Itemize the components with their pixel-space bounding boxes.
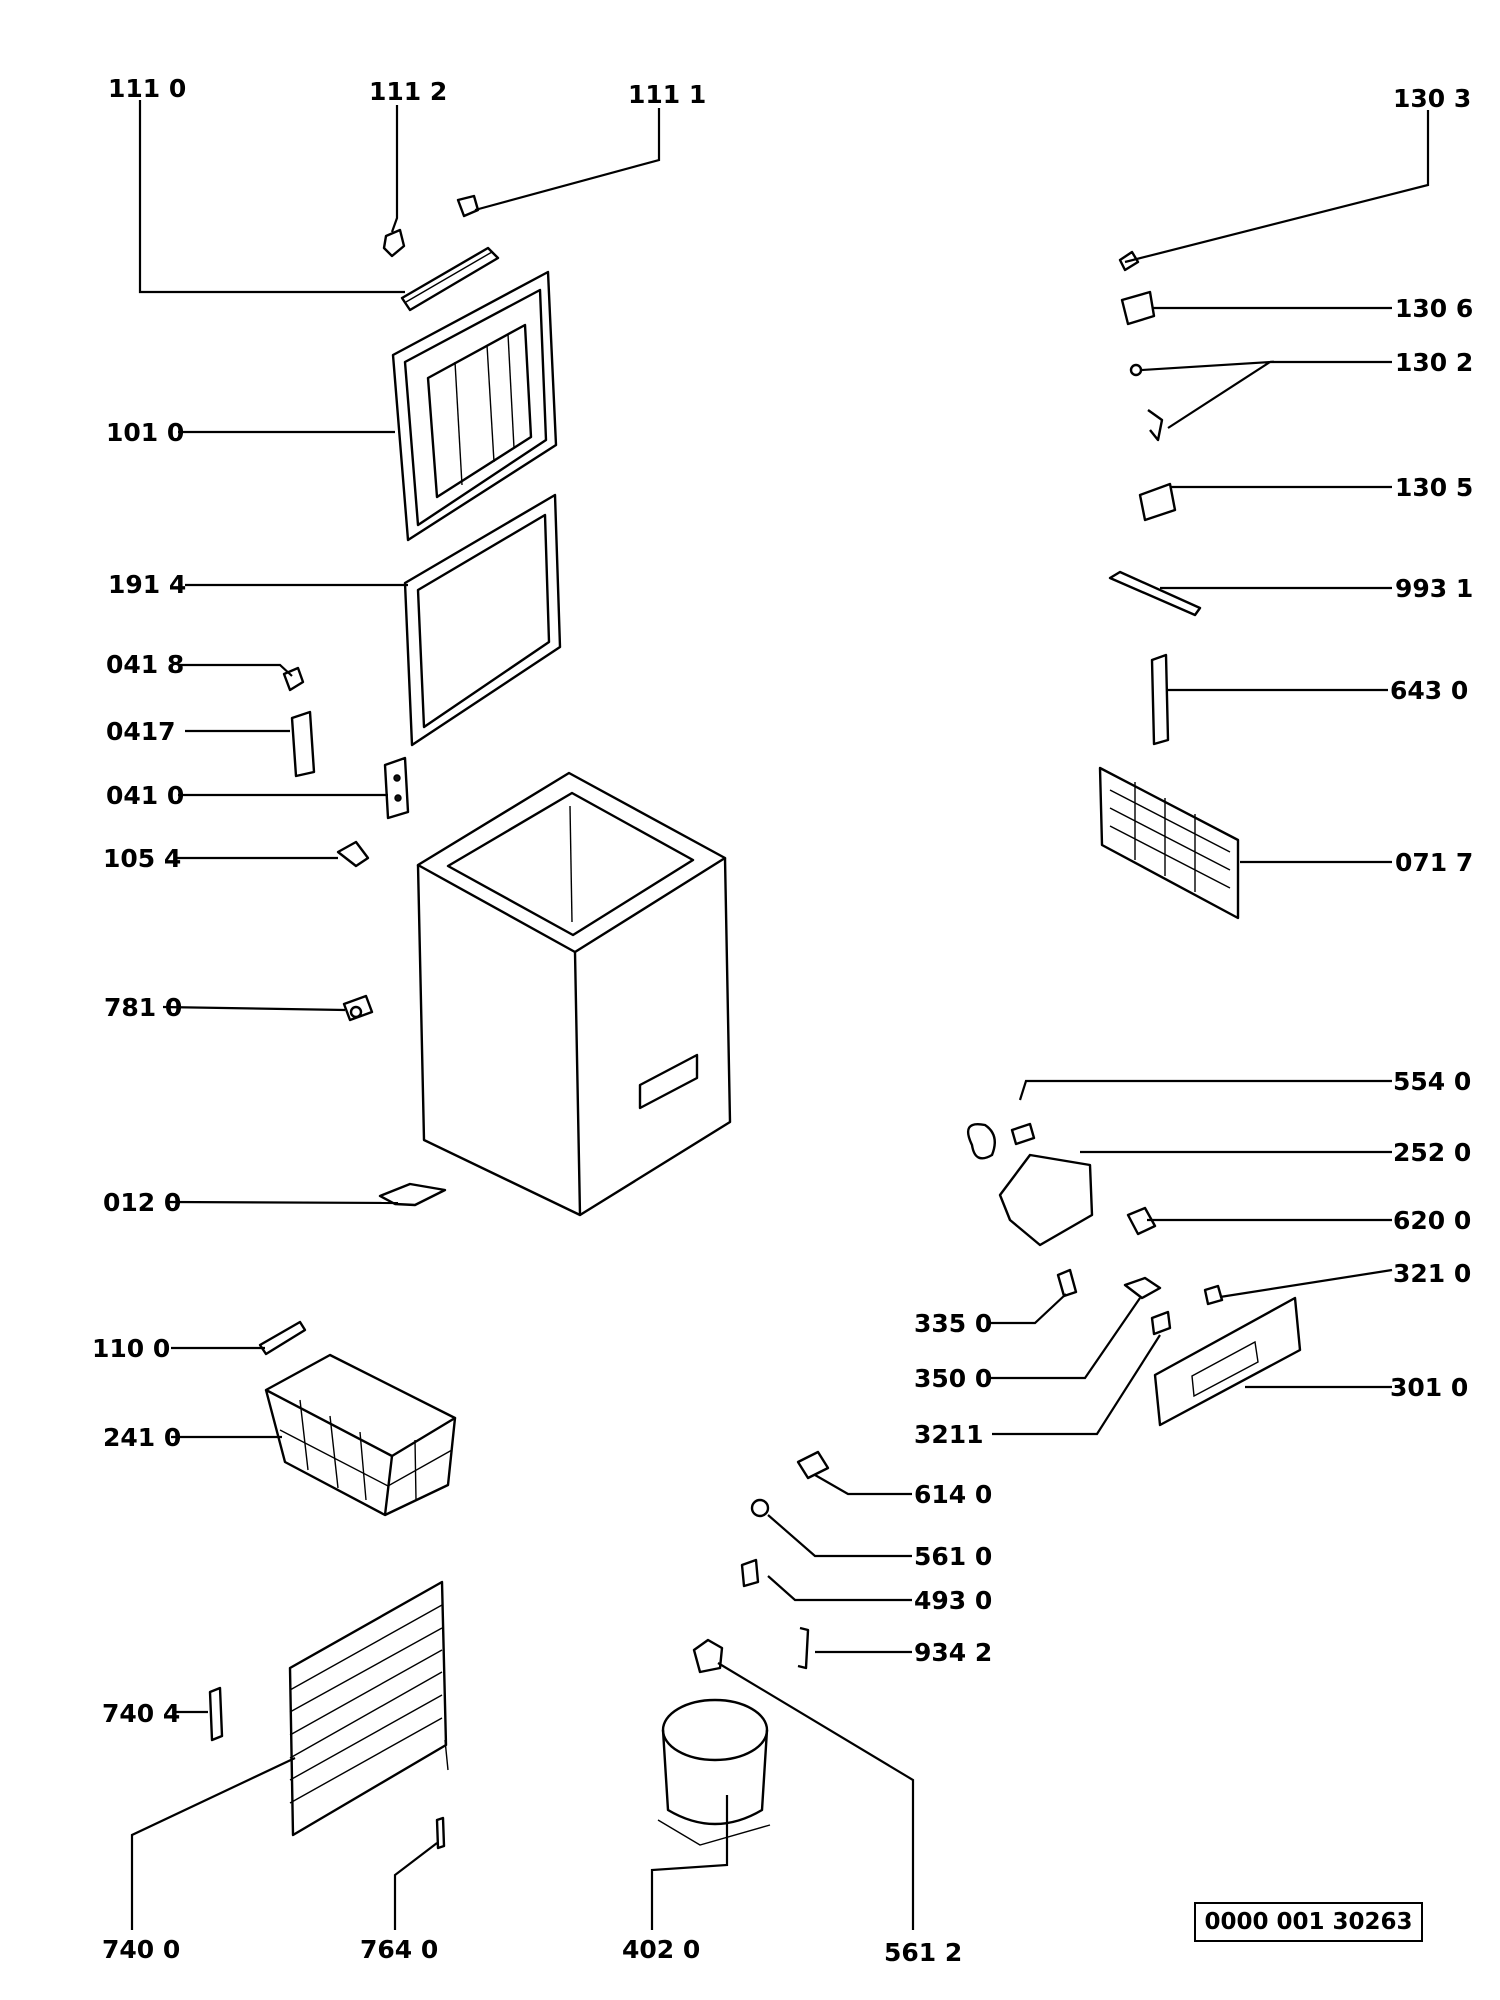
- part-3210-drawing: [1203, 1284, 1224, 1306]
- part-label-5540: 554 0: [1393, 1067, 1471, 1096]
- part-1305-drawing: [1138, 482, 1177, 522]
- part-label-3010: 301 0: [1390, 1373, 1468, 1402]
- part-label-4930: 493 0: [914, 1586, 992, 1615]
- leader-554-0: [1018, 1079, 1392, 1101]
- part-label-7404: 740 4: [102, 1699, 180, 1728]
- leader-561-0: [767, 1514, 912, 1558]
- part-label-5612: 561 2: [884, 1938, 962, 1967]
- part-label-1010: 101 0: [106, 418, 184, 447]
- freezer-cabinet-drawing: [416, 771, 732, 1217]
- leader-321-0: [1219, 1268, 1393, 1299]
- part-label-1054: 105 4: [103, 844, 181, 873]
- part-label-0120: 012 0: [103, 1188, 181, 1217]
- part-label-1306: 130 6: [1395, 294, 1473, 323]
- condenser-clip-drawing: [208, 1686, 224, 1742]
- relay-drawing: [692, 1638, 724, 1674]
- part-label-7400: 740 0: [102, 1935, 180, 1964]
- part-label-0717: 071 7: [1395, 848, 1473, 877]
- part-label-7640: 764 0: [360, 1935, 438, 1964]
- leader-012-0: [167, 1200, 399, 1205]
- freezer-lid-drawing: [391, 270, 558, 542]
- foot-0120-drawing: [378, 1182, 447, 1207]
- part-label-3210: 321 0: [1393, 1259, 1471, 1288]
- end-cap-drawing: [456, 194, 480, 218]
- evaporator-plate-drawing: [1098, 766, 1240, 920]
- leader-111-1: [474, 108, 661, 212]
- part-6430-drawing: [1150, 653, 1170, 746]
- leader-781-0: [162, 1005, 346, 1012]
- reference-number-box: 0000 001 30263: [1194, 1902, 1423, 1942]
- part-3211-drawing: [1150, 1310, 1172, 1336]
- leader-493-0: [767, 1575, 912, 1602]
- part-5610-drawing: [750, 1498, 770, 1518]
- part-label-3211: 3211: [914, 1420, 984, 1449]
- leader-350-0: [988, 1297, 1141, 1380]
- part-label-7810: 781 0: [104, 993, 182, 1022]
- leader-335-0: [988, 1293, 1067, 1325]
- part-label-4020: 402 0: [622, 1935, 700, 1964]
- part-label-0417: 0417: [106, 717, 176, 746]
- part-2520-drawing: [998, 1153, 1094, 1247]
- part-label-6140: 614 0: [914, 1480, 992, 1509]
- part-label-1914: 191 4: [108, 570, 186, 599]
- part-label-6430: 643 0: [1390, 676, 1468, 705]
- part-3500-drawing: [1123, 1276, 1162, 1300]
- compressor-drawing: [657, 1698, 771, 1846]
- part-number-labels: 111 0 111 2 111 1 130 3 130 6 130 2 130 …: [92, 74, 1473, 1967]
- leader-3211: [992, 1334, 1161, 1436]
- door-gasket-drawing: [403, 493, 562, 747]
- clip-0418-drawing: [282, 666, 305, 692]
- leader-041-8: [178, 663, 293, 677]
- part-6140-drawing: [796, 1450, 830, 1480]
- part-4930-drawing: [740, 1558, 760, 1588]
- part-label-1303: 130 3: [1393, 84, 1471, 113]
- part-7810-drawing: [342, 994, 374, 1022]
- part-label-3350: 335 0: [914, 1309, 992, 1338]
- condenser-drawing: [288, 1580, 449, 1837]
- wire-basket-drawing: [264, 1353, 457, 1517]
- leader-402-0: [650, 1795, 729, 1930]
- basket-handle-drawing: [258, 1320, 307, 1356]
- hinge-0410-drawing: [383, 756, 410, 820]
- part-5540-drawing: [967, 1122, 1036, 1160]
- part-1054-drawing: [336, 840, 370, 868]
- part-label-5610: 561 0: [914, 1542, 992, 1571]
- leader-lines: [130, 100, 1430, 1930]
- part-label-6200: 620 0: [1393, 1206, 1471, 1235]
- part-1302-drawing: [1129, 363, 1164, 442]
- part-label-1305: 130 5: [1395, 473, 1473, 502]
- control-panel-drawing: [1153, 1296, 1302, 1427]
- bracket-0417-drawing: [290, 710, 316, 778]
- part-label-3500: 350 0: [914, 1364, 992, 1393]
- part-9931-drawing: [1108, 570, 1202, 617]
- leader-111-0: [138, 100, 405, 294]
- part-label-0410: 041 0: [106, 781, 184, 810]
- part-label-1100: 110 0: [92, 1334, 170, 1363]
- part-label-1112: 111 2: [369, 77, 447, 106]
- part-1303-drawing: [1118, 250, 1140, 272]
- part-1306-drawing: [1120, 290, 1156, 326]
- lid-handle-drawing: [400, 246, 500, 312]
- leader-764-0: [393, 1842, 438, 1930]
- leader-740-0: [130, 1757, 296, 1930]
- leader-130-3: [1124, 110, 1430, 264]
- part-label-1111: 111 1: [628, 80, 706, 109]
- part-label-1110: 111 0: [108, 74, 186, 103]
- part-3350-drawing: [1056, 1268, 1078, 1298]
- leader-614-0: [814, 1474, 912, 1496]
- part-label-9931: 993 1: [1395, 574, 1473, 603]
- part-label-1302: 130 2: [1395, 348, 1473, 377]
- part-label-9342: 934 2: [914, 1638, 992, 1667]
- part-label-2410: 241 0: [103, 1423, 181, 1452]
- hinge-clip-drawing: [382, 228, 406, 258]
- part-9342-drawing: [797, 1626, 810, 1670]
- leader-561-2: [717, 1662, 915, 1930]
- leader-111-2: [390, 105, 399, 233]
- part-label-2520: 252 0: [1393, 1138, 1471, 1167]
- part-label-0418: 041 8: [106, 650, 184, 679]
- part-6200-drawing: [1126, 1206, 1157, 1236]
- part-7640-drawing: [435, 1816, 446, 1850]
